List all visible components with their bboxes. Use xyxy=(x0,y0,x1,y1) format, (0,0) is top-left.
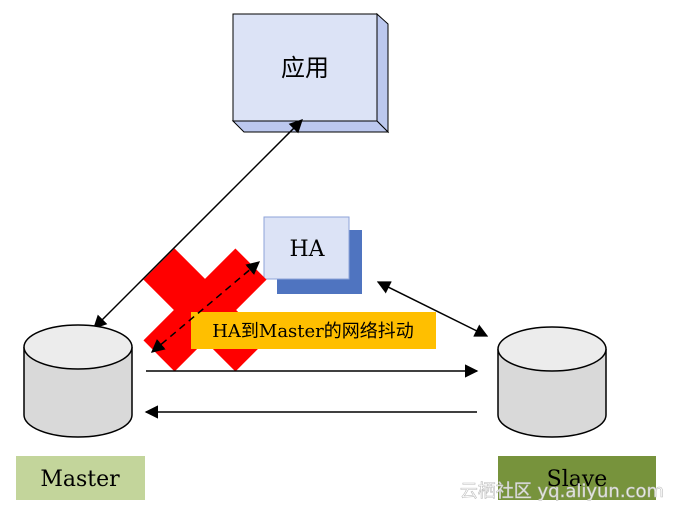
master-label: Master xyxy=(40,467,120,492)
master-cylinder-top xyxy=(23,324,133,370)
app-box-side xyxy=(376,12,389,134)
app-node: 应用 xyxy=(231,12,390,134)
app-box-front xyxy=(232,13,378,122)
slave-database-icon xyxy=(497,326,607,438)
master-cylinder-body xyxy=(23,347,133,438)
slave-label: Slave xyxy=(547,467,608,492)
ha-node: HA xyxy=(263,216,362,294)
ha-slave-arrow xyxy=(376,281,489,337)
slave-cylinder-top xyxy=(497,326,607,372)
annotation-text: HA到Master的网络抖动 xyxy=(212,321,414,342)
app-label: 应用 xyxy=(281,54,329,82)
master-database-icon xyxy=(23,324,133,438)
app-box-bottom xyxy=(231,120,390,133)
jitter-annotation: HA到Master的网络抖动 xyxy=(191,312,436,349)
slave-label-box xyxy=(498,456,656,500)
ha-label: HA xyxy=(289,237,325,262)
app-master-arrow xyxy=(93,119,303,329)
slave-node-label: Slave xyxy=(498,456,656,500)
slave-cylinder-body xyxy=(497,349,607,438)
master-label-box xyxy=(16,456,145,500)
watermark-text: 云栖社区 yq.aliyun.com xyxy=(460,481,664,502)
master-node-label: Master xyxy=(16,456,145,500)
